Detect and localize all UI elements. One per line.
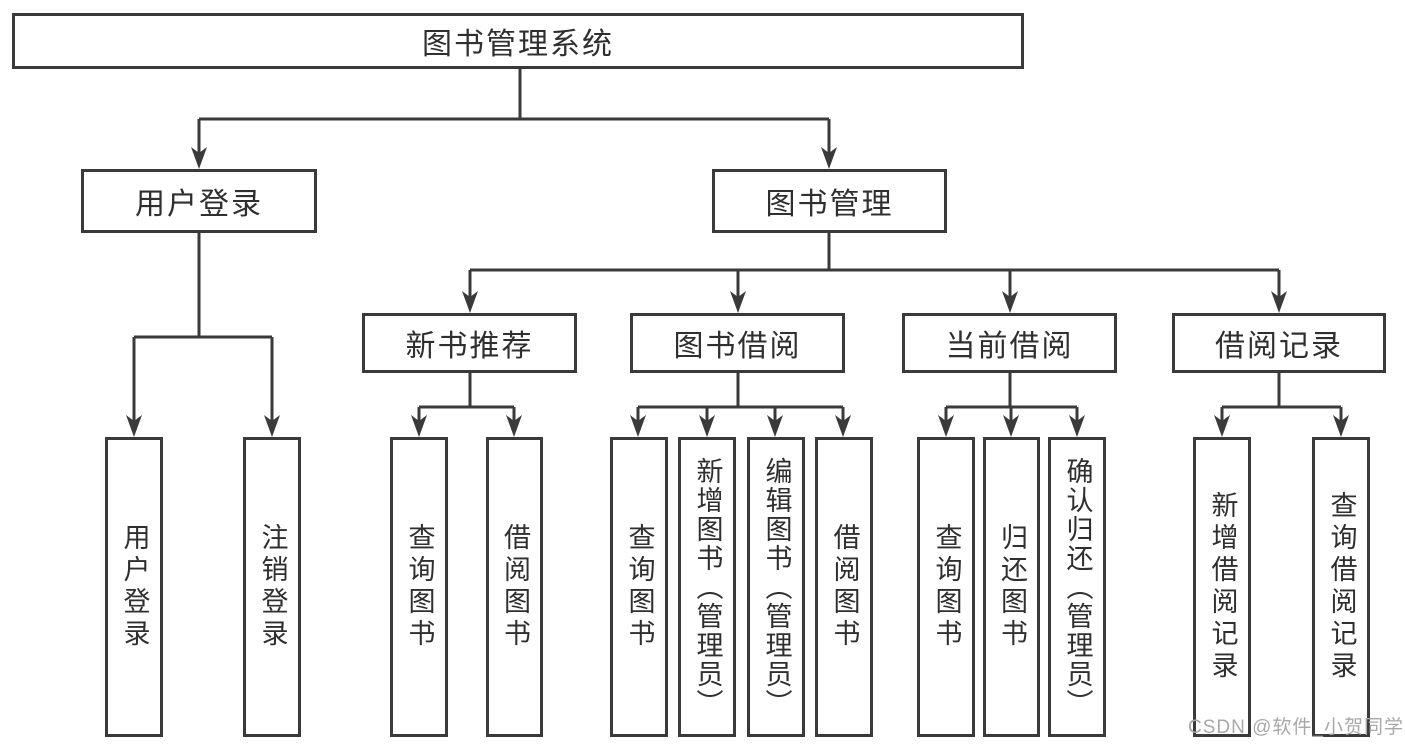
arrowhead-nbr-query (411, 415, 427, 437)
node-br-query-record: 查询借阅记录 (1312, 437, 1370, 737)
node-cb-query-book: 查询图书 (917, 437, 975, 737)
node-book-mgmt: 图书管理 (712, 169, 947, 233)
arrowhead-leaf-logout (264, 415, 280, 437)
node-bb-add-book: 新增图书（管理员） (678, 437, 736, 737)
node-user-login: 用户登录 (81, 169, 317, 233)
node-leaf-user-login-label: 用户登录 (119, 523, 150, 651)
node-cb-return-book-label: 归还图书 (997, 523, 1027, 651)
node-new-book-rec-label: 新书推荐 (405, 330, 534, 363)
node-bb-borrow-book: 借阅图书 (815, 437, 873, 737)
arrowhead-bb-borrow (835, 415, 851, 437)
node-book-borrow-label: 图书借阅 (673, 330, 802, 363)
arrowhead-book-borrow (730, 291, 746, 313)
arrowhead-br-query (1333, 415, 1349, 437)
node-current-borrow-label: 当前借阅 (945, 330, 1074, 363)
node-root-label: 图书管理系统 (422, 28, 614, 61)
node-bb-borrow-book-label: 借阅图书 (829, 523, 860, 651)
arrowhead-leaf-user-login (126, 415, 142, 437)
node-br-add-record: 新增借阅记录 (1193, 437, 1251, 737)
node-leaf-user-login: 用户登录 (105, 437, 163, 737)
arrowhead-br-add (1214, 415, 1230, 437)
arrowhead-new-book-rec (462, 291, 478, 313)
node-cb-confirm-return-label: 确认归还（管理员） (1062, 456, 1093, 718)
node-borrow-record-label: 借阅记录 (1215, 330, 1343, 363)
node-cb-confirm-return: 确认归还（管理员） (1048, 437, 1106, 737)
arrowhead-cb-query (938, 415, 954, 437)
arrowhead-bb-edit (767, 415, 783, 437)
node-new-book-rec: 新书推荐 (362, 313, 577, 373)
node-book-mgmt-label: 图书管理 (765, 188, 894, 221)
node-br-add-record-label: 新增借阅记录 (1207, 491, 1238, 683)
arrowhead-bb-add (699, 415, 715, 437)
arrowhead-cb-confirm (1069, 415, 1085, 437)
arrowhead-cb-return (1003, 415, 1019, 437)
node-leaf-logout-label: 注销登录 (257, 523, 288, 651)
csdn-watermark: CSDN @软件_小贺同学 (1188, 717, 1404, 738)
node-bb-edit-book: 编辑图书（管理员） (747, 437, 805, 737)
arrowhead-borrow-record (1271, 291, 1287, 313)
arrowhead-bb-query (630, 415, 646, 437)
node-root: 图书管理系统 (12, 13, 1024, 69)
node-bb-add-book-label: 新增图书（管理员） (692, 456, 723, 718)
node-nbr-borrow-book: 借阅图书 (486, 437, 543, 737)
node-current-borrow: 当前借阅 (902, 313, 1117, 373)
node-book-borrow: 图书借阅 (630, 313, 845, 373)
arrowhead-current-borrow (1002, 291, 1018, 313)
node-leaf-logout: 注销登录 (243, 437, 301, 737)
node-bb-query-book-label: 查询图书 (624, 523, 655, 651)
node-cb-return-book: 归还图书 (983, 437, 1040, 737)
arrowhead-user-login (191, 147, 207, 169)
node-nbr-query-book: 查询图书 (390, 437, 448, 737)
node-cb-query-book-label: 查询图书 (931, 523, 962, 651)
arrowhead-book-mgmt (821, 147, 837, 169)
arrowhead-nbr-borrow (506, 415, 522, 437)
node-br-query-record-label: 查询借阅记录 (1326, 491, 1357, 683)
node-bb-edit-book-label: 编辑图书（管理员） (761, 456, 792, 718)
node-nbr-borrow-book-label: 借阅图书 (500, 523, 530, 651)
node-borrow-record: 借阅记录 (1172, 313, 1386, 373)
node-nbr-query-book-label: 查询图书 (404, 523, 435, 651)
node-bb-query-book: 查询图书 (610, 437, 668, 737)
node-user-login-label: 用户登录 (135, 188, 263, 221)
